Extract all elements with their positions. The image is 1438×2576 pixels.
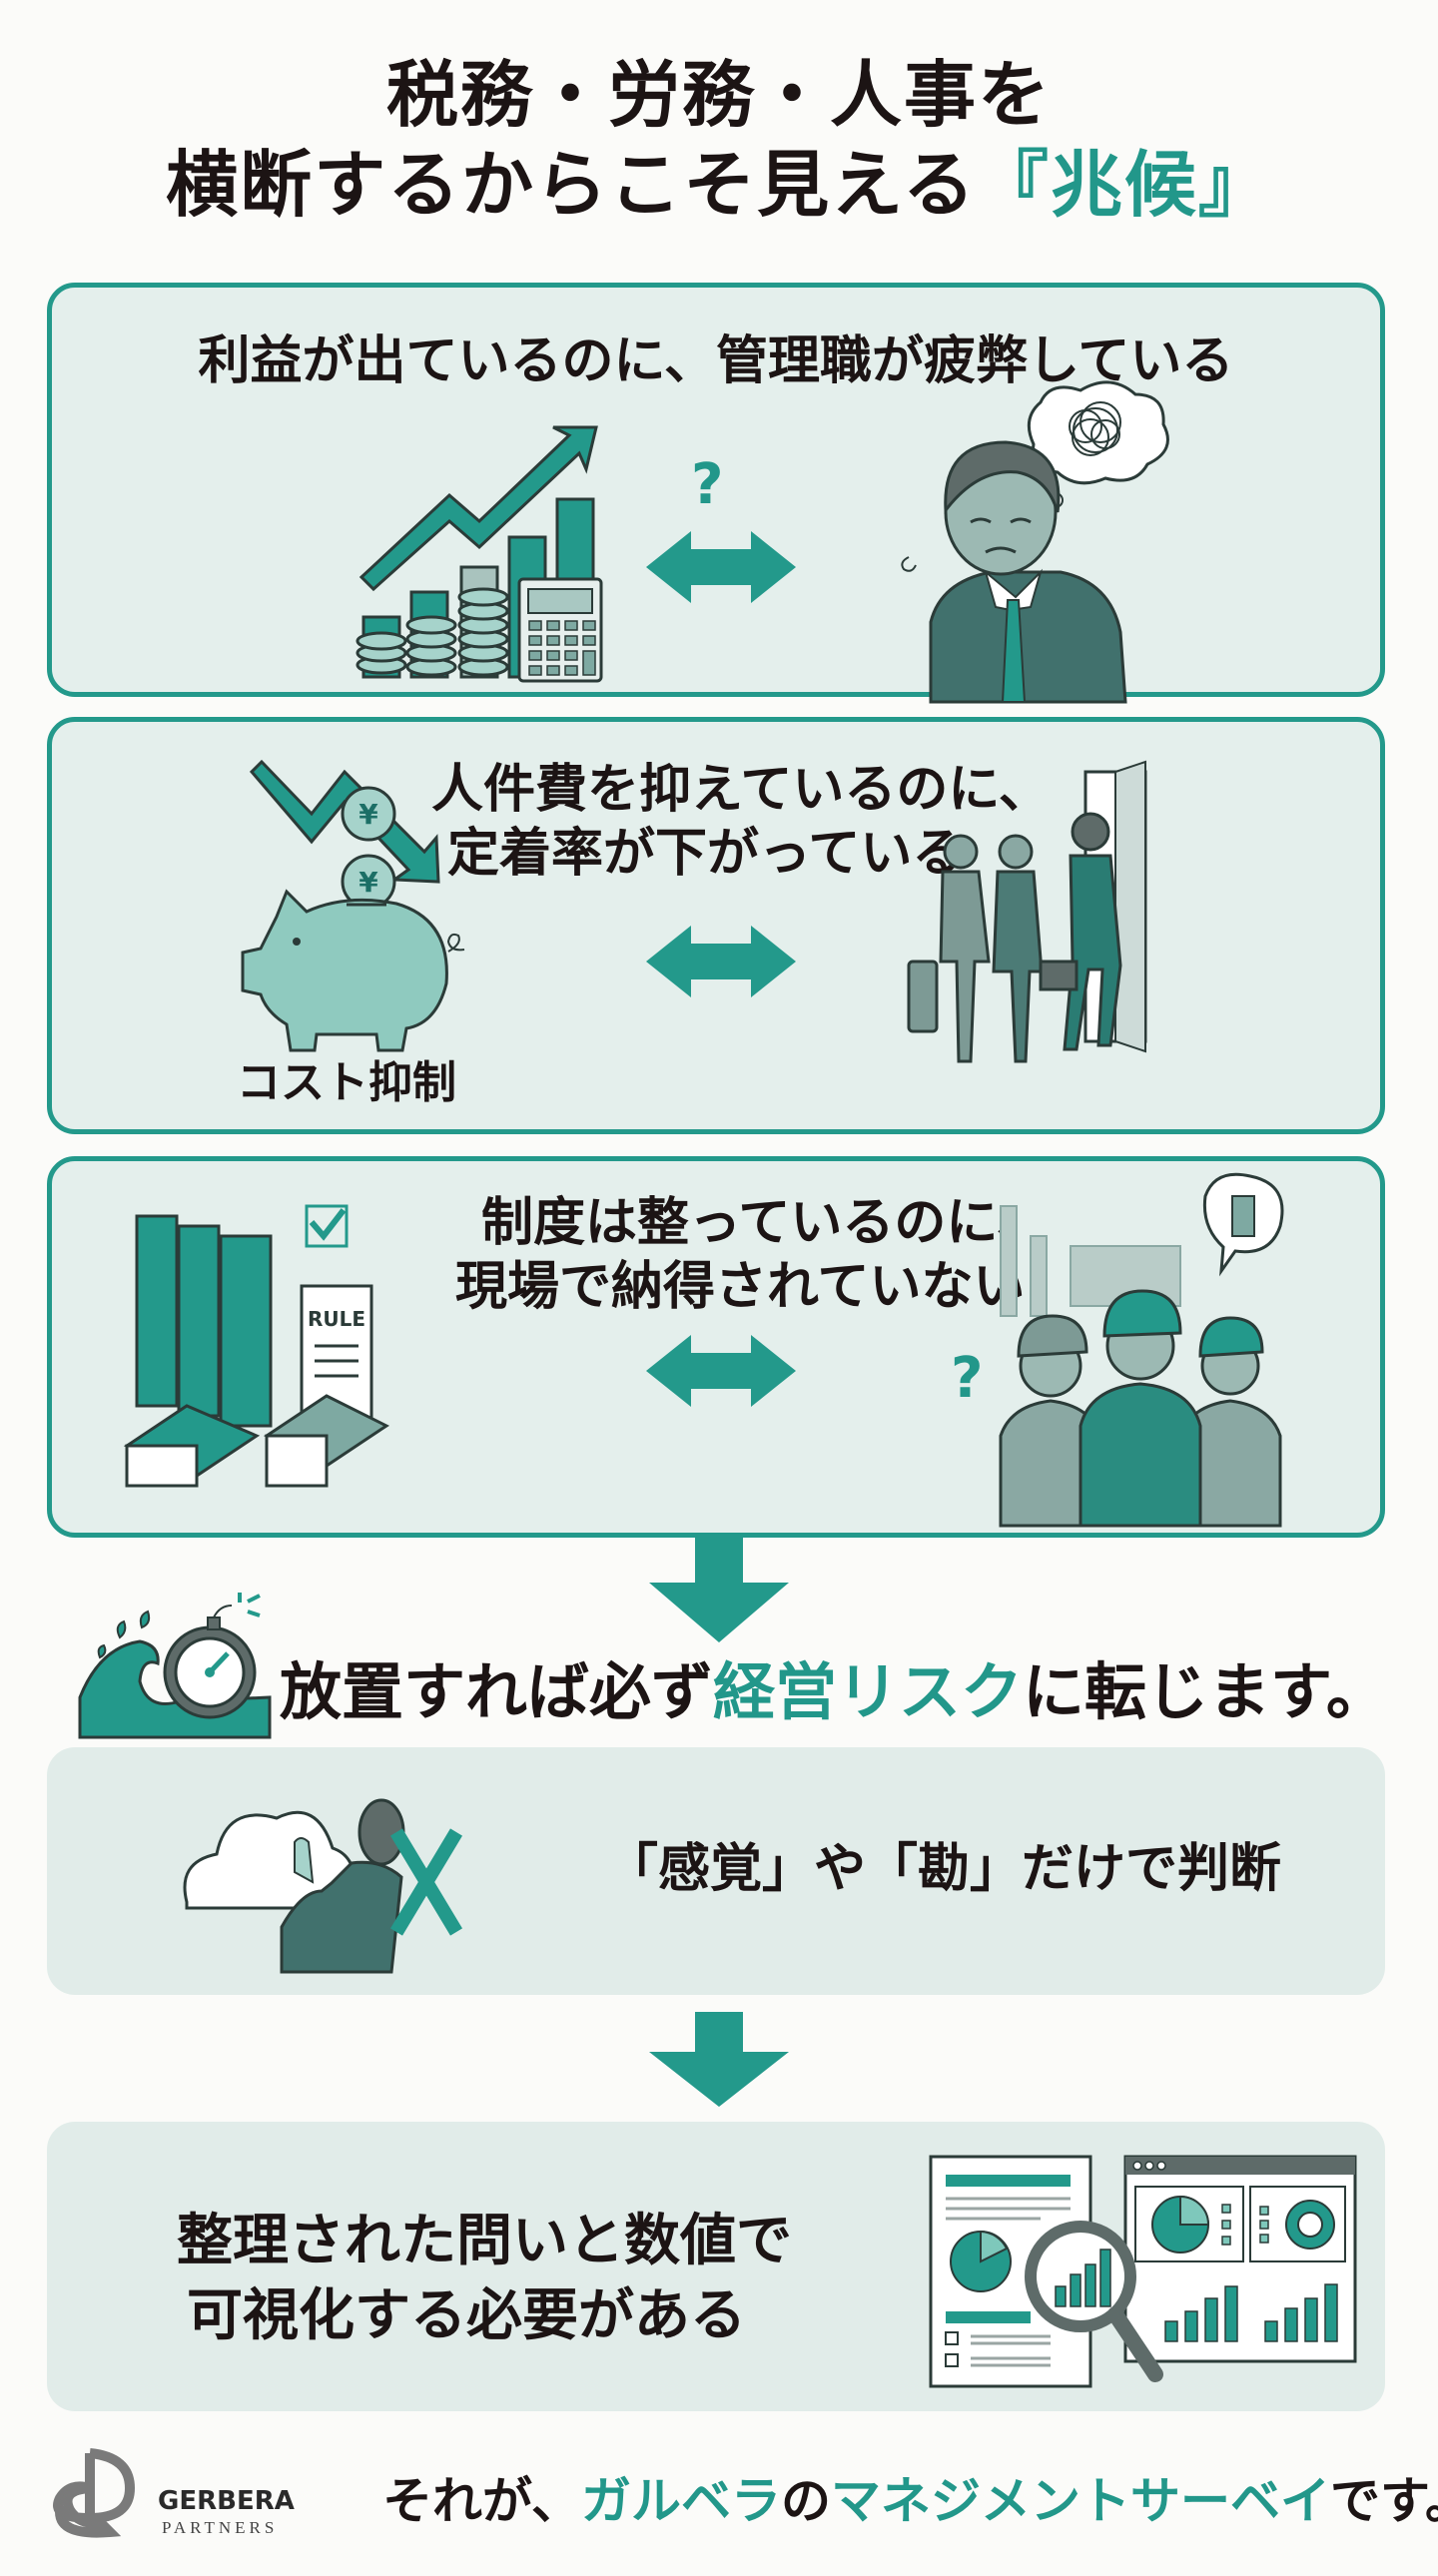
risk-suffix: に転じます。 [1023,1655,1388,1728]
rulebooks-icon: RULE [123,1204,389,1488]
dashboard-magnifier-icon [929,2155,1357,2388]
risk-prefix: 放置すれば必ず [280,1655,714,1728]
person-cloud-cross-icon [183,1798,463,1974]
panel-cost-retention: 人件費を抑えているのに、 定着率が下がっている ¥ ¥ コスト抑制 [47,717,1385,1134]
intuition-text: 「感覚」や「勘」だけで判断 [606,1839,1282,1899]
rising-chart-icon [356,425,603,683]
solution-line2: 可視化する必要がある [187,2283,746,2348]
footer-mid: の [781,2472,831,2530]
rule-label: RULE [308,1307,365,1331]
panel3-heading-line2: 現場で納得されていない [455,1257,1026,1317]
page-title-line2: 横断するからこそ見える『兆候』 [0,140,1438,230]
solution-line1: 整理された問いと数値で [177,2209,792,2273]
question-mark: ? [691,452,724,517]
coin-symbol: ¥ [359,866,378,899]
time-bomb-wave-icon [78,1593,272,1739]
footer-prefix: それが、 [382,2472,581,2530]
logo-name: GERBERA [158,2486,295,2516]
double-arrow-icon [646,926,796,997]
footer-suffix: です。 [1330,2472,1438,2530]
footer-brand: ガルベラ [581,2472,781,2530]
coin-symbol: ¥ [359,798,378,831]
panel-intuition: 「感覚」や「勘」だけで判断 [47,1747,1385,1995]
down-arrow-icon [649,1538,789,1642]
double-arrow-icon [646,1335,796,1407]
employees-leaving-icon [907,760,1147,1063]
panel-rules-buyin: 制度は整っているのに、 現場で納得されていない RULE ? [47,1156,1385,1538]
panel3-heading-line1: 制度は整っているのに、 [481,1193,1049,1253]
title-highlight: 『兆候』 [976,143,1272,227]
cost-reduction-caption: コスト抑制 [237,1057,456,1108]
panel-profit-fatigue: 利益が出ているのに、管理職が疲弊している ? [47,283,1385,704]
page-title-line1: 税務・労務・人事を [385,53,1052,137]
panel1-heading: 利益が出ているのに、管理職が疲弊している [198,331,1234,391]
exhausted-manager-icon [901,380,1169,704]
title-prefix: 横断するからこそ見える [166,143,977,227]
risk-highlight: 経営リスク [713,1655,1024,1728]
footer-product: マネジメントサーベイ [831,2472,1330,2530]
footer-tagline: それが、ガルベラのマネジメントサーベイです。 [382,2469,1438,2533]
down-arrow-icon [649,2012,789,2107]
panel2-heading-line2: 定着率が下がっている [447,824,965,884]
logo-sub: PARTNERS [162,2518,279,2537]
gerbera-logo-icon [53,2448,136,2538]
dissatisfied-workers-icon [999,1172,1284,1528]
yen-coin-icon: ¥ ¥ [341,786,396,910]
risk-statement: 放置すれば必ず経営リスクに転じます。 [280,1652,1388,1732]
panel2-heading-line1: 人件費を抑えているのに、 [431,760,1051,820]
piggy-bank-icon: ¥ ¥ [241,759,465,1052]
double-arrow-icon [646,531,796,603]
question-mark: ? [951,1346,984,1411]
panel-solution: 整理された問いと数値で 可視化する必要がある [47,2122,1385,2411]
